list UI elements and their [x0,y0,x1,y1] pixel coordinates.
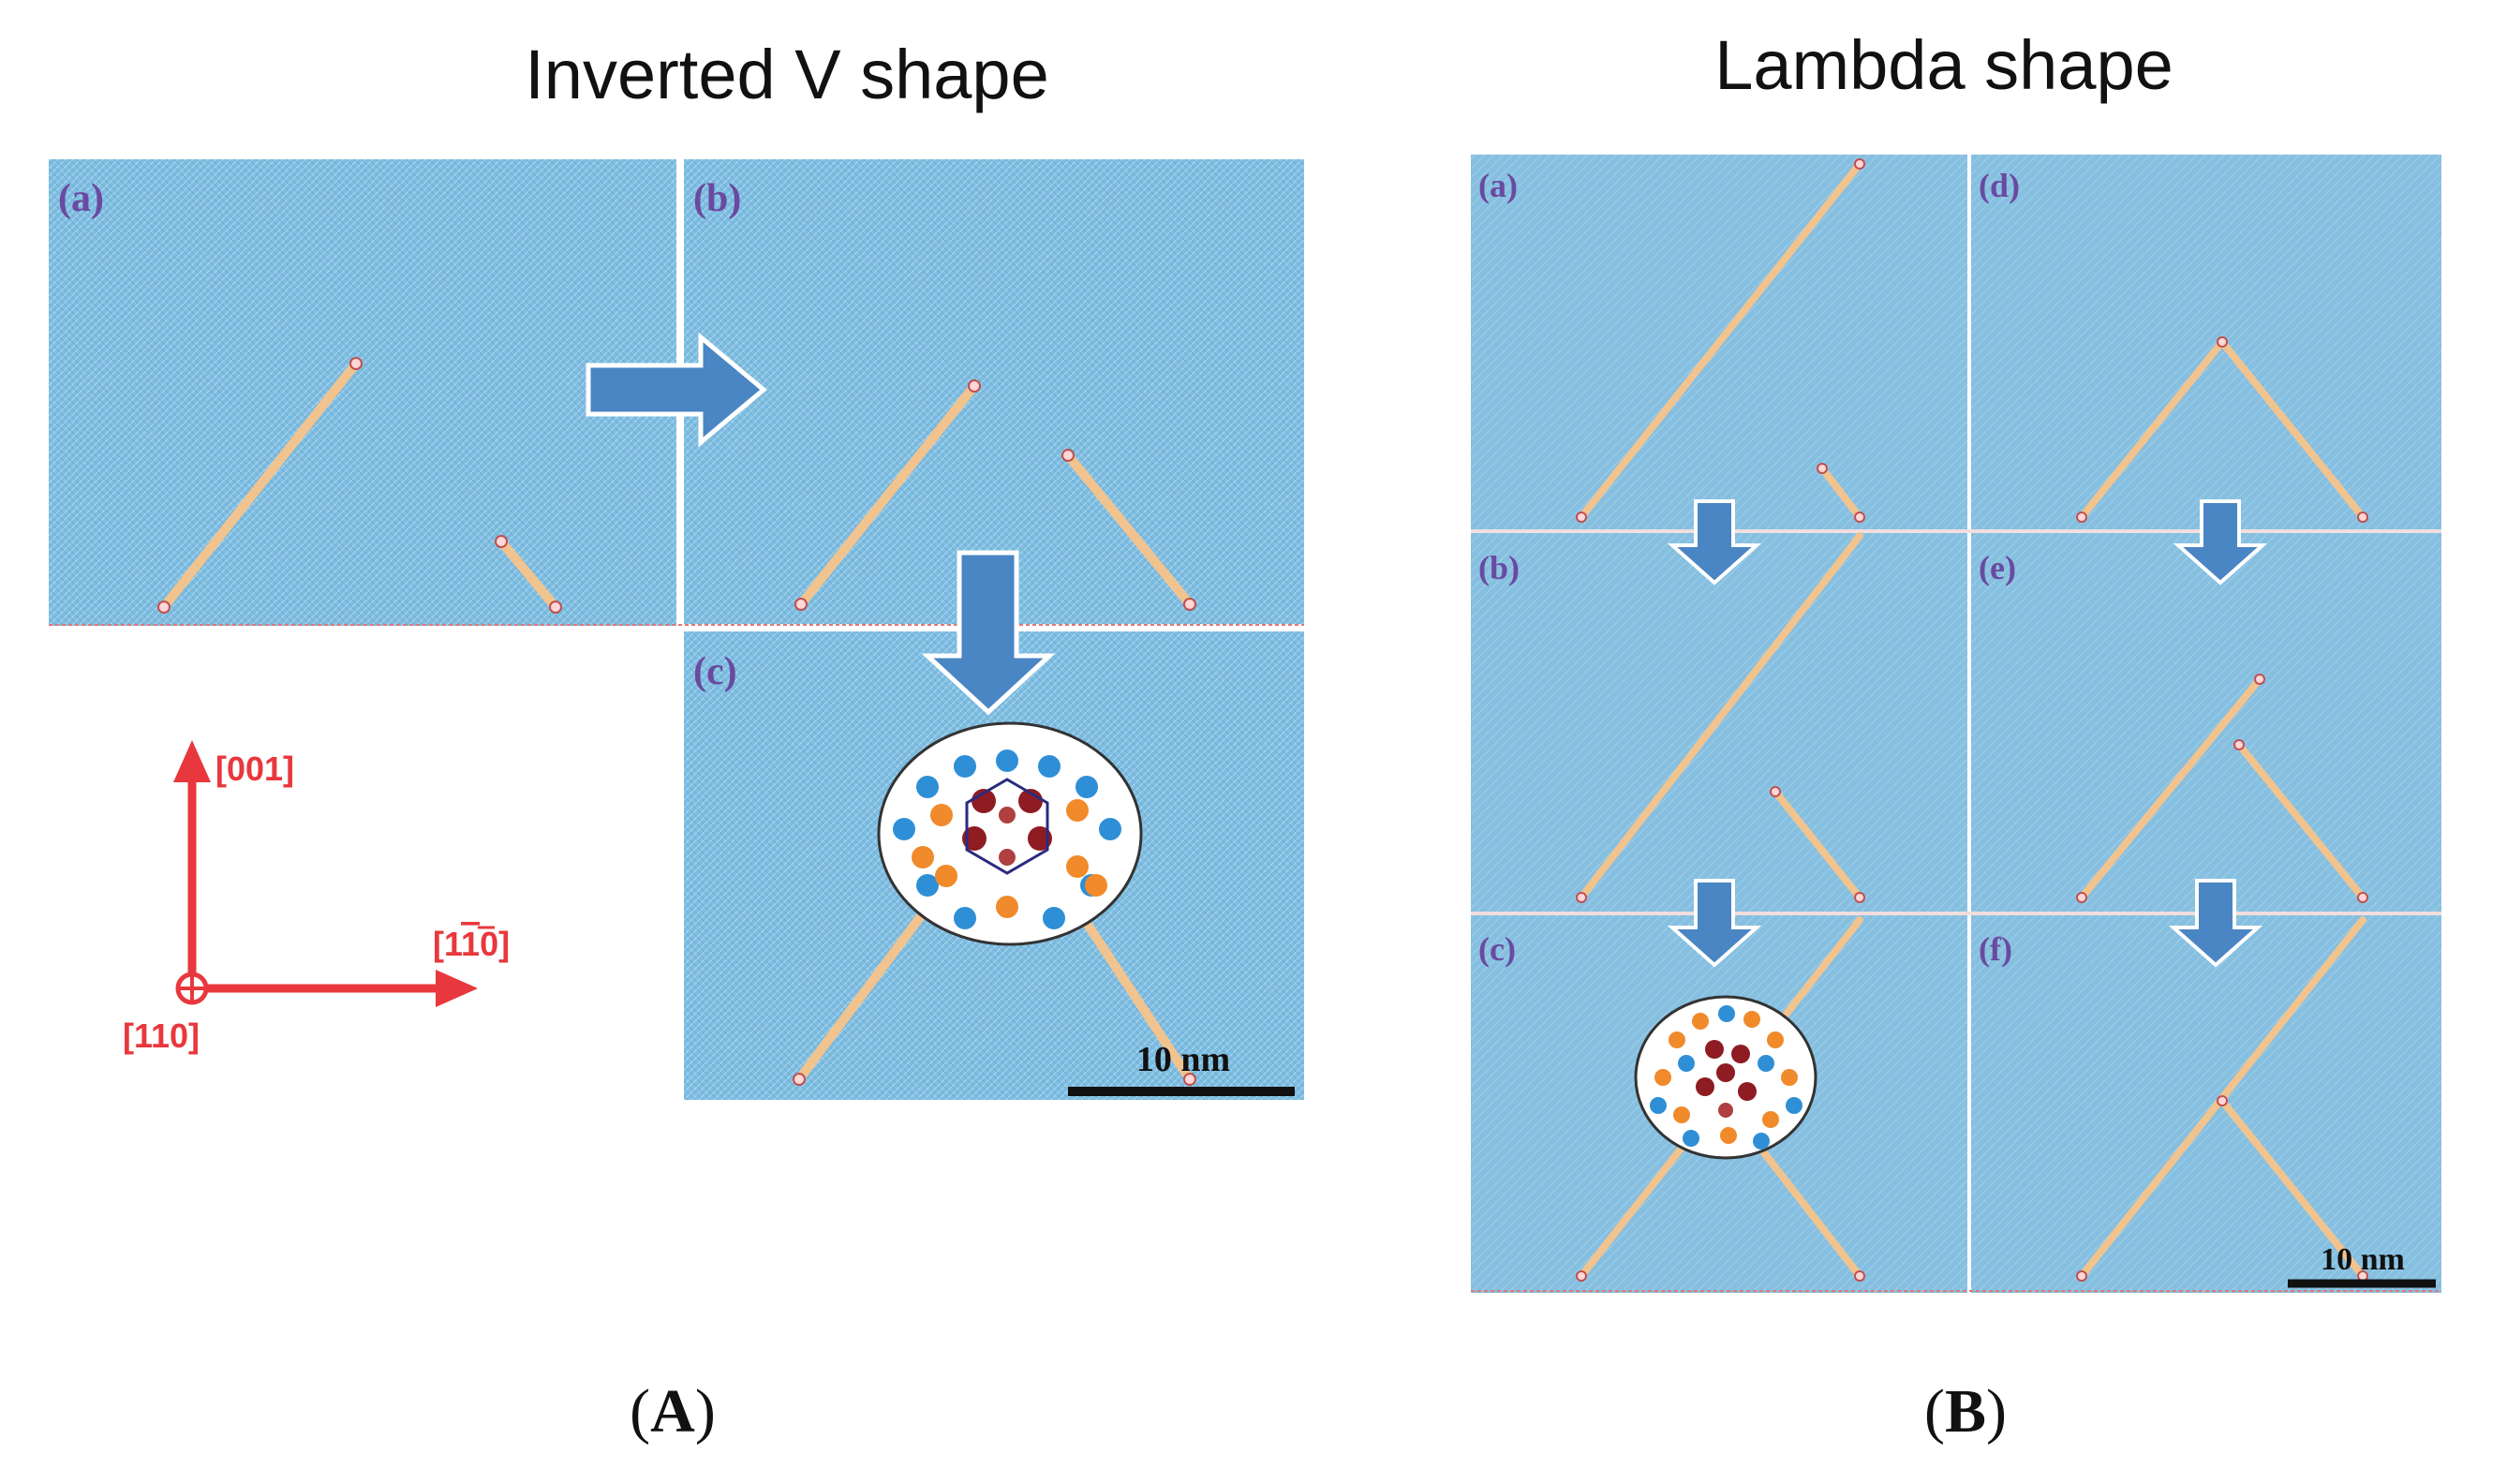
dislocation-line [796,381,979,609]
arrow-down [921,550,1056,716]
panel-a-sub-b [684,159,1304,624]
caption-a: (A) [630,1377,716,1446]
dislocation-line [1063,451,1194,609]
panel-label: (a) [58,177,104,220]
crystal-axes [173,740,478,1007]
arrow-down [2168,879,2263,968]
panel-b-title: Lambda shape [1714,26,2173,104]
dislocation-line [2078,675,2263,901]
scale-bar-label: 10 nm [1136,1040,1230,1079]
arrow-down [1667,499,1762,586]
dislocation-line [1063,890,1194,1084]
atom-inset [1634,995,1817,1160]
panel-label: (e) [1979,549,2016,586]
panel-label: (a) [1478,167,1518,204]
arrow-down [1667,879,1762,968]
dislocation-line [2218,1097,2366,1280]
panel-label: (c) [1478,930,1516,968]
caption-b: (B) [1924,1377,2007,1446]
dislocation-line [1772,788,1863,901]
scale-bar-label: 10 nm [2321,1242,2405,1277]
panel-label: (c) [693,650,737,693]
dislocation-line [497,537,560,612]
dislocation-line [1578,532,1863,901]
dislocation-line [2235,741,2366,901]
dislocation-line [159,359,361,612]
panel-label: (b) [1478,549,1520,586]
dislocation-line [1578,160,1863,521]
dislocation-line [1818,465,1863,521]
dislocation-line [2218,338,2366,521]
axis-label-1-10: [110] [433,925,510,963]
panel-label: (d) [1979,167,2020,204]
arrow-right [586,332,767,448]
panel-a-title: Inverted V shape [525,36,1048,113]
dislocation-line [2078,338,2226,521]
panel-label: (f) [1979,930,2012,968]
dislocation-line [794,890,942,1084]
panel-label: (b) [693,177,741,220]
atom-inset [877,721,1143,946]
panel-b-grid [1471,155,2441,1293]
axis-label-110: [110] [123,1017,200,1055]
panel-a-sub-a [49,159,676,626]
axis-label-001: [001] [215,749,294,788]
arrow-down [2173,499,2268,586]
